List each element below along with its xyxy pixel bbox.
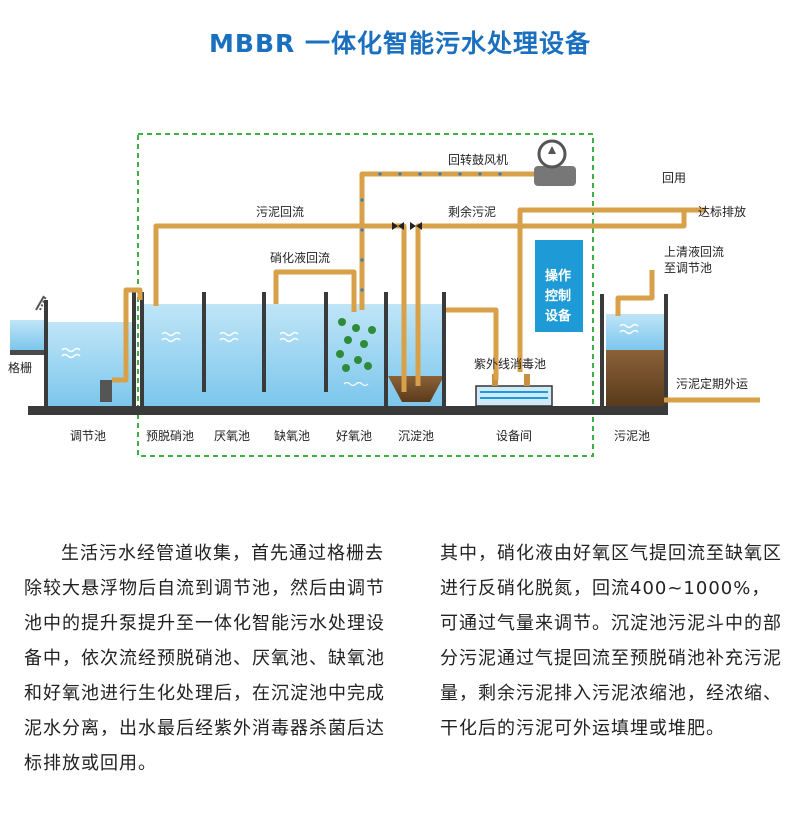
lift-pump [100, 380, 112, 402]
anaerobic-tank-label: 厌氧池 [214, 429, 250, 443]
control-panel-label-1: 操作 [545, 268, 571, 284]
aerobic-tank-label: 好氧池 [336, 429, 372, 443]
mbbr-media [336, 318, 376, 372]
equipment-boundary [137, 133, 594, 457]
wave-icon [161, 331, 299, 343]
inlet-channel-floor [10, 350, 46, 355]
screen-icon [35, 295, 47, 311]
reuse-pipe [517, 207, 706, 372]
uv-disinfection-label: 紫外线消毒池 [474, 357, 546, 371]
discharge-label: 达标排放 [698, 204, 746, 219]
wave-icon [61, 347, 81, 359]
control-panel [535, 240, 583, 332]
process-diagram: 格栅 调节池 预脱硝池 厌氧池 缺氧池 好氧池 沉淀池 设备间 污泥池 污泥回流… [8, 133, 760, 457]
supernatant-return-pipe [615, 270, 655, 316]
sludge-return-label: 污泥回流 [256, 205, 304, 219]
control-panel-label-2: 控制 [545, 288, 571, 304]
description-right: 其中，硝化液由好氧区气提回流至缺氧区进行反硝化脱氮，回流400~1000%，可通… [440, 543, 782, 739]
ground-base [28, 406, 668, 415]
regulating-tank-label: 调节池 [70, 429, 106, 443]
excess-sludge-label: 剩余污泥 [448, 204, 496, 219]
sedimentation-tank-label: 沉淀池 [398, 429, 434, 443]
regulating-tank-water [46, 322, 132, 406]
tank-partitions [132, 292, 388, 406]
blower-air-pipe [359, 171, 538, 310]
inlet-channel-water [10, 320, 44, 350]
nitrate-return-label: 硝化液回流 [270, 250, 330, 265]
reuse-label: 回用 [662, 171, 686, 185]
nitrate-return-pipe [273, 269, 357, 312]
supernatant-return-label-2: 至调节池 [664, 261, 712, 275]
sludge-outward-label: 污泥定期外运 [676, 376, 748, 391]
pre-denitrification-tank-label: 预脱硝池 [146, 428, 194, 443]
screen-label: 格栅 [8, 360, 32, 375]
sludge-tank-label: 污泥池 [614, 429, 650, 443]
rotary-blower-label: 回转鼓风机 [448, 152, 508, 167]
sludge-tank-sludge [606, 350, 664, 406]
control-panel-label-3: 设备 [545, 308, 572, 324]
blower-icon [534, 139, 576, 186]
sludge-tank-water [606, 314, 664, 350]
description-left: 生活污水经管道收集，首先通过格栅去除较大悬浮物后自流到调节池，然后由调节池中的提… [24, 543, 385, 774]
anoxic-tank-label: 缺氧池 [274, 428, 310, 443]
equipment-room-label: 设备间 [496, 429, 532, 443]
supernatant-return-label: 上清液回流 [664, 244, 724, 259]
sludge-return-pipe [153, 223, 407, 392]
uv-disinfection-unit [475, 374, 553, 407]
aeration-bubbles [343, 381, 369, 387]
air-flow-dots [360, 172, 502, 292]
excess-sludge-pipe [415, 210, 687, 386]
inlet-pipe [112, 287, 143, 383]
valves [392, 222, 422, 230]
wave-icon [619, 323, 639, 335]
page-title: MBBR 一体化智能污水处理设备 [209, 29, 591, 58]
effluent-pipe [446, 307, 499, 380]
